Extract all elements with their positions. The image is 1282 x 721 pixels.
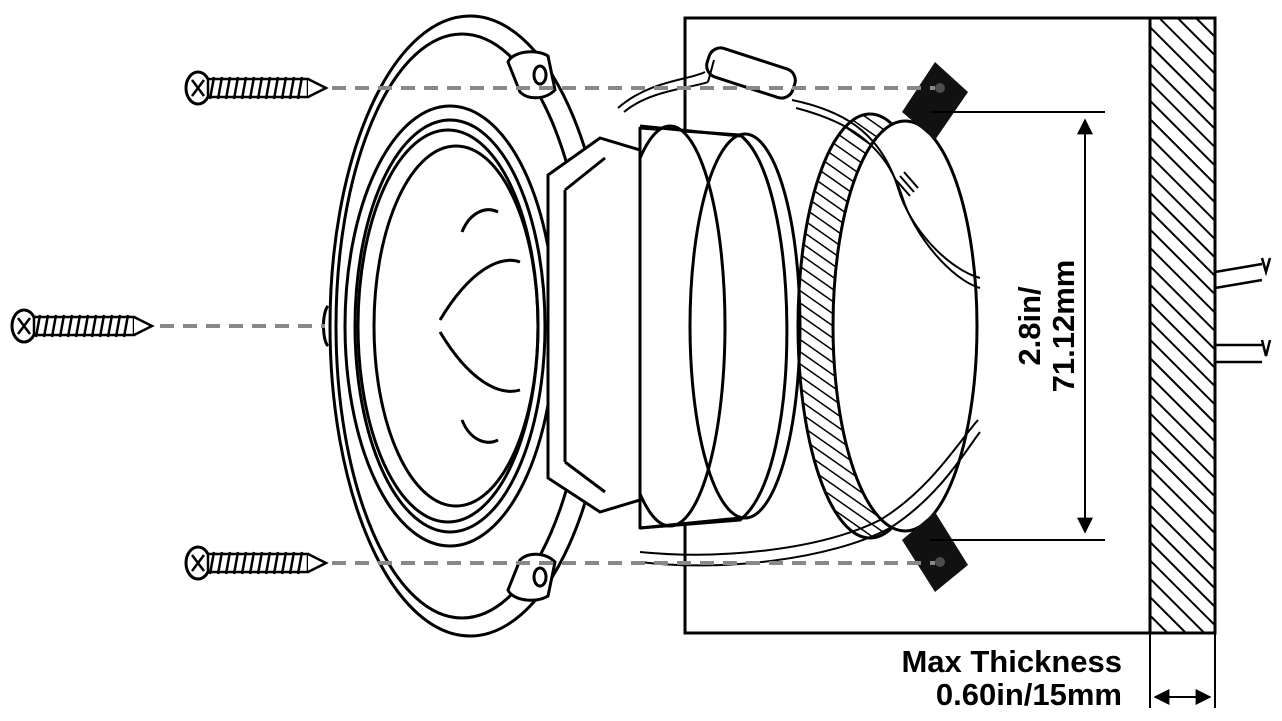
cutout-dimension (930, 111, 1105, 541)
wire-splice (895, 171, 919, 197)
bottom-screw (184, 545, 329, 581)
rear-wires (1214, 257, 1272, 364)
capacitor (705, 46, 797, 100)
thickness-dimension (1149, 633, 1216, 708)
panel-hatched-edge (1148, 16, 1217, 635)
mounting-panel (683, 16, 1217, 635)
middle-screw (10, 308, 155, 344)
top-clip-pad (902, 62, 968, 140)
crossover-wires (617, 71, 981, 567)
dome (438, 258, 521, 321)
tweeter-housing (613, 124, 802, 530)
cutout-diameter-metric: 71.12mm (1046, 260, 1081, 393)
bottom-clip-pad (902, 512, 968, 592)
waveguide-frame (546, 136, 642, 514)
mounting-collar (796, 62, 979, 592)
max-thickness-value: 0.60in/15mm (935, 677, 1122, 712)
grille-outer-ring (343, 104, 557, 548)
max-thickness-title: Max Thickness (901, 644, 1122, 679)
bottom-screw-slot (506, 552, 557, 602)
cutout-diameter-imperial: 2.8in/ (1012, 286, 1047, 366)
tweeter-face (343, 104, 642, 548)
cutout-dimension-label: 2.8in/ 71.12mm (1012, 260, 1081, 393)
max-thickness-label: Max Thickness 0.60in/15mm (860, 645, 1122, 711)
top-screw (184, 70, 329, 106)
alignment-guides (160, 86, 935, 565)
